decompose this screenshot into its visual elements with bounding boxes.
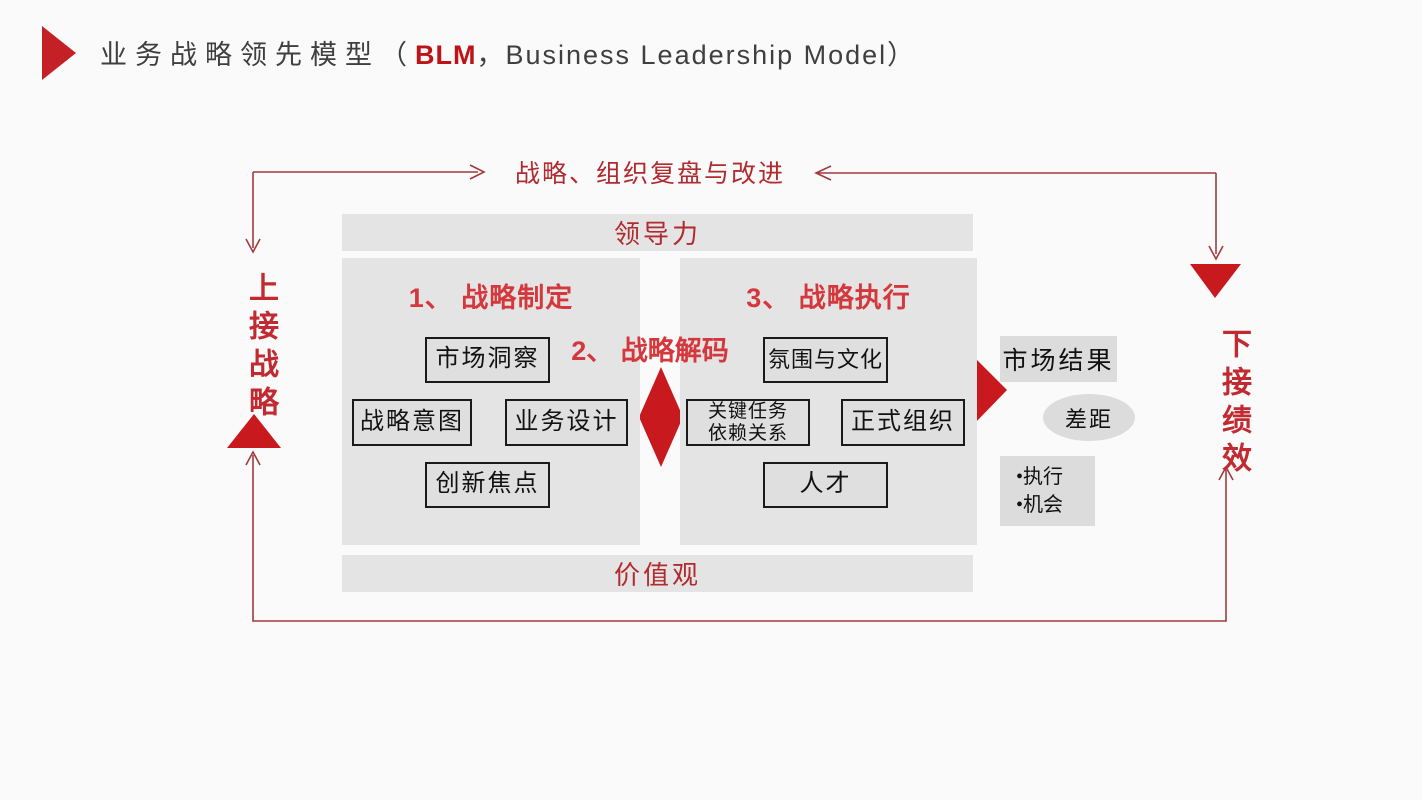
gap-items-box: •执行 •机会 (1000, 456, 1095, 526)
node-strategic-intent: 战略意图 (352, 399, 472, 446)
page-title-prefix: 业务战略领先模型（ (100, 40, 415, 70)
node-formal-org: 正式组织 (841, 399, 965, 446)
node-innovation-focus: 创新焦点 (425, 462, 550, 508)
arrowhead-down-icon (245, 238, 261, 254)
page-title: 业务战略领先模型（BLM，Business Leadership Model） (100, 33, 916, 72)
node-key-tasks: 关键任务 依赖关系 (686, 399, 810, 446)
node-business-design: 业务设计 (505, 399, 628, 446)
gap-ellipse: 差距 (1043, 394, 1135, 441)
slide-header: 业务战略领先模型（BLM，Business Leadership Model） (0, 0, 1422, 100)
gap-item-execution: •执行 (1016, 466, 1064, 488)
node-market-insight: 市场洞察 (425, 337, 550, 383)
arrowhead-down-icon (1208, 245, 1224, 261)
execution-title: 3、 战略执行 (746, 283, 911, 313)
arrowhead-up-icon (1218, 465, 1234, 481)
results-arrow-triangle-icon (975, 358, 1007, 423)
market-result-box: 市场结果 (1000, 336, 1117, 382)
node-climate-culture: 氛围与文化 (763, 337, 888, 383)
feedback-loop-lines (245, 164, 1234, 622)
decode-diamond-icon (639, 367, 683, 467)
review-improve-label: 战略、组织复盘与改进 (514, 161, 785, 188)
arrowhead-left-icon (814, 165, 832, 181)
values-band: 价值观 (342, 555, 973, 592)
arrowhead-right-icon (469, 164, 486, 180)
arrowhead-up-icon (245, 450, 261, 466)
node-talent: 人才 (763, 462, 888, 508)
bottom-loop-line (252, 455, 1227, 622)
up-triangle-icon (227, 414, 281, 448)
leadership-band: 领导力 (342, 214, 973, 251)
formulation-title: 1、 战略制定 (408, 283, 574, 313)
title-bullet-triangle-icon (42, 26, 76, 80)
page-title-suffix: ，Business Leadership Model） (476, 40, 917, 70)
lower-link-performance-label: 下接绩效 (1217, 328, 1250, 480)
upper-link-strategy-label: 上接战略 (244, 272, 277, 424)
gap-item-opportunity: •机会 (1016, 494, 1064, 516)
page-title-blm: BLM (415, 40, 477, 70)
decode-title: 2、 战略解码 (571, 336, 729, 366)
down-triangle-icon (1190, 264, 1241, 298)
